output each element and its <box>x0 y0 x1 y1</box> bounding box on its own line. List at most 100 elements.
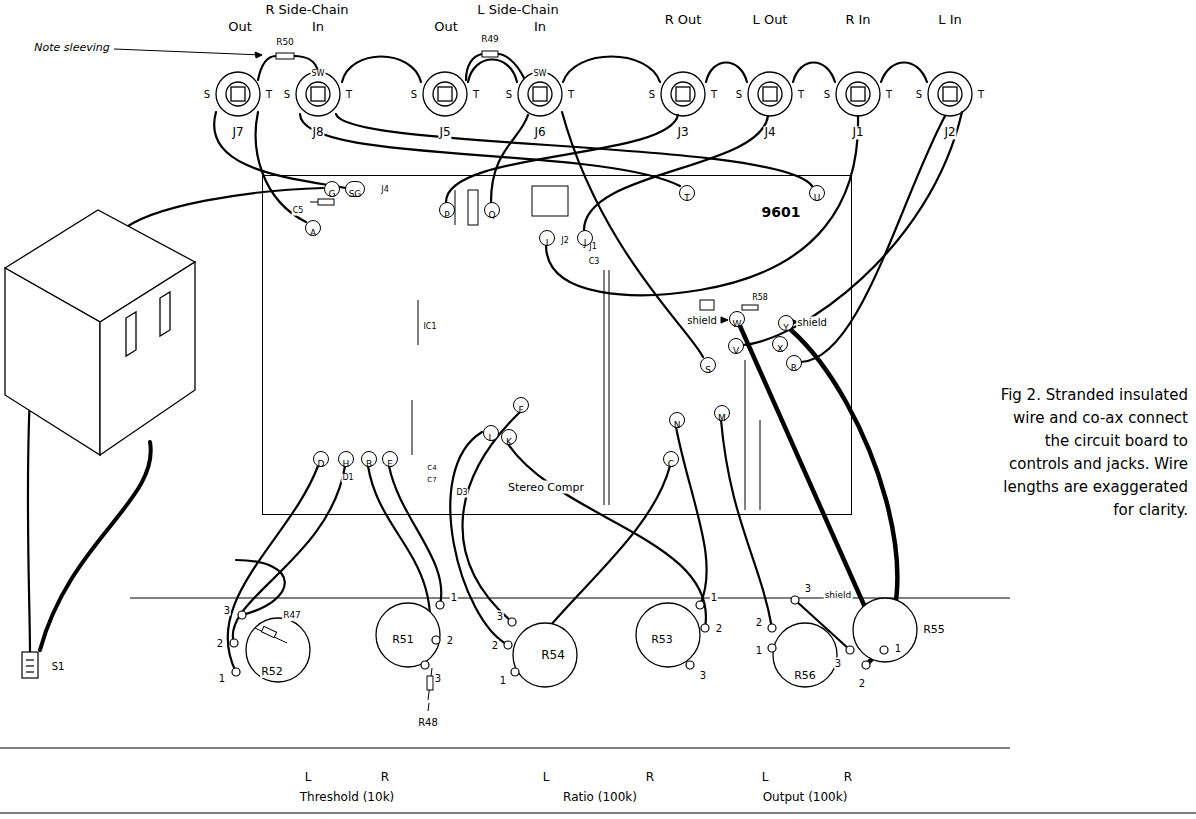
part-label: T <box>265 89 273 100</box>
part-label: R49 <box>480 35 500 45</box>
part-label: 1 <box>894 643 902 654</box>
part-label: shield <box>824 591 853 601</box>
solder-pad: Y <box>778 315 794 331</box>
pad-letter: U <box>814 191 821 205</box>
part-label: R Side-Chain <box>264 3 349 17</box>
solder-pad: F <box>513 397 529 413</box>
part-label: 1 <box>710 592 718 603</box>
part-label: 1 <box>450 592 458 603</box>
pad-letter: P <box>444 208 449 222</box>
part-label: 3 <box>223 605 231 616</box>
part-label: shield <box>686 315 718 326</box>
pad-letter: R <box>791 361 797 375</box>
part-label: S <box>915 89 923 100</box>
circuit-board: 9601Stereo ComprGSGPQTUAIJWYVXRSFMNLKCDH… <box>262 175 852 515</box>
part-label: R <box>843 771 853 784</box>
pad-letter: H <box>343 457 350 471</box>
part-label: L In <box>937 13 962 27</box>
part-label: 1 <box>499 675 507 686</box>
part-label: Threshold (10k) <box>299 791 396 804</box>
part-label: In <box>533 20 547 34</box>
part-label: J6 <box>533 126 546 139</box>
pad-letter: J <box>584 236 587 250</box>
part-label: S <box>505 89 513 100</box>
part-label: J4 <box>763 126 776 139</box>
pad-letter: G <box>329 187 336 201</box>
pad-letter: L <box>488 431 493 445</box>
board-traces <box>412 186 760 510</box>
pot-lugs <box>230 596 888 676</box>
resistor-symbol <box>276 51 498 59</box>
part-label: T <box>567 89 575 100</box>
part-label: R51 <box>391 634 415 646</box>
solder-pad: P <box>439 202 455 218</box>
part-label: J2 <box>560 237 569 246</box>
part-label: In <box>311 20 325 34</box>
part-label: T <box>885 89 893 100</box>
part-label: R In <box>844 13 871 27</box>
part-label: L Side-Chain <box>476 3 559 17</box>
part-label: SW <box>311 70 326 79</box>
part-label: 3 <box>496 611 504 622</box>
part-label: R47 <box>282 611 302 621</box>
solder-pad: W <box>729 311 745 327</box>
solder-pad: B <box>361 451 377 467</box>
part-label: 1 <box>755 645 763 656</box>
pad-letter: D <box>318 457 325 471</box>
part-label: C4 <box>426 465 437 473</box>
solder-pad: N <box>669 412 685 428</box>
pad-letter: F <box>518 403 523 417</box>
part-label: 1 <box>218 673 226 684</box>
part-label: R54 <box>540 649 566 662</box>
solder-pad: J <box>577 230 593 246</box>
pad-letter: X <box>777 342 783 356</box>
part-label: 2 <box>858 678 866 689</box>
solder-pad: R <box>786 355 802 371</box>
part-label: R58 <box>751 294 769 303</box>
solder-pad: H <box>338 451 354 467</box>
part-label: J3 <box>676 126 689 139</box>
part-label: S1 <box>51 661 66 672</box>
pad-letter: S <box>705 363 711 377</box>
part-label: S <box>648 89 656 100</box>
part-label: C3 <box>588 258 601 267</box>
wall-adapter <box>5 210 195 455</box>
solder-pad: L <box>483 425 499 441</box>
solder-pad: D <box>313 451 329 467</box>
pad-letter: N <box>674 418 681 432</box>
leader-line <box>114 49 262 58</box>
part-label: shield <box>796 317 828 328</box>
part-label: 3 <box>804 583 812 594</box>
part-label: R52 <box>260 666 284 678</box>
part-label: J2 <box>943 126 956 139</box>
part-label: T <box>797 89 805 100</box>
part-label: 3 <box>699 670 707 681</box>
jack-symbols <box>216 72 972 116</box>
part-label: Ratio (100k) <box>562 791 638 804</box>
part-label: T <box>345 89 353 100</box>
solder-pad: K <box>501 429 517 445</box>
ground-bus-wires <box>258 54 927 82</box>
board-marking: Stereo Compr <box>506 481 586 494</box>
part-label: L <box>542 771 551 784</box>
solder-pad: A <box>305 220 321 236</box>
solder-pad: C <box>663 451 679 467</box>
part-label: Note sleeving <box>33 42 110 54</box>
part-label: R <box>380 771 390 784</box>
part-label: J1 <box>851 126 864 139</box>
solder-pad: M <box>714 405 730 421</box>
part-label: R48 <box>417 717 439 728</box>
part-label: 2 <box>216 638 224 649</box>
part-label: Output (100k) <box>762 791 849 804</box>
solder-pad: T <box>679 185 695 201</box>
part-label: R55 <box>922 624 946 636</box>
part-label: R50 <box>275 38 295 48</box>
pad-letter: Q <box>488 208 495 222</box>
part-label: 2 <box>715 623 723 634</box>
part-label: T <box>710 89 718 100</box>
part-label: C7 <box>426 477 437 485</box>
solder-pad: S <box>700 357 716 373</box>
part-label: R Out <box>664 13 703 27</box>
part-label: R56 <box>793 670 817 682</box>
